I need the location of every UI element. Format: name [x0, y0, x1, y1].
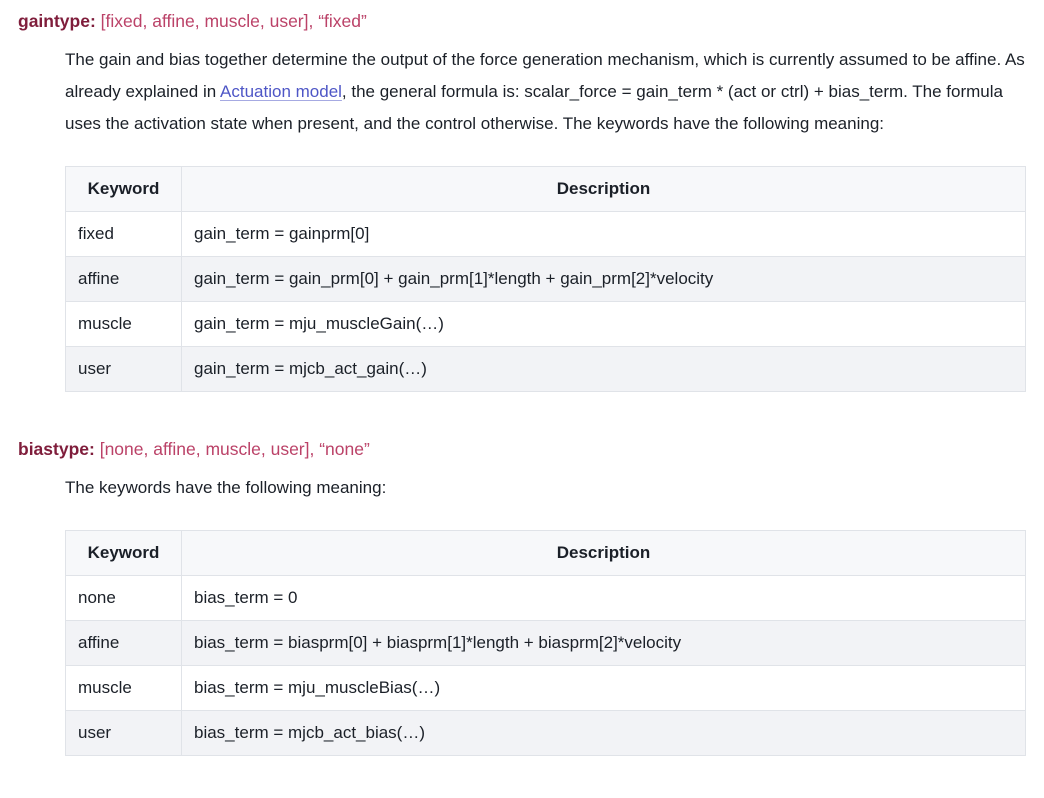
table-row: muscle gain_term = mju_muscleGain(…): [65, 301, 1026, 347]
keyword-cell: affine: [65, 256, 182, 302]
description-cell: bias_term = 0: [181, 575, 1026, 621]
table-row: affine gain_term = gain_prm[0] + gain_pr…: [65, 256, 1026, 302]
keyword-column-header: Keyword: [65, 530, 182, 576]
paragraph-text: The keywords have the following meaning:: [65, 478, 387, 497]
documentation-page: gaintype: [fixed, affine, muscle, user],…: [18, 6, 1026, 756]
table-row: muscle bias_term = mju_muscleBias(…): [65, 665, 1026, 711]
description-column-header: Description: [181, 166, 1026, 212]
table-row: affine bias_term = biasprm[0] + biasprm[…: [65, 620, 1026, 666]
biastype-description-paragraph: The keywords have the following meaning:: [65, 472, 1026, 504]
description-cell: gain_term = mjcb_act_gain(…): [181, 346, 1026, 392]
attr-body-gaintype: The gain and bias together determine the…: [65, 44, 1026, 392]
keyword-cell: affine: [65, 620, 182, 666]
keyword-cell: user: [65, 710, 182, 756]
attr-name-biastype: biastype:: [18, 439, 95, 459]
description-cell: gain_term = mju_muscleGain(…): [181, 301, 1026, 347]
attr-allowed-values-biastype: [none, affine, muscle, user], “none”: [99, 439, 370, 459]
table-header-row: Keyword Description: [65, 166, 1026, 212]
keyword-cell: none: [65, 575, 182, 621]
attr-heading-gaintype: gaintype: [fixed, affine, muscle, user],…: [18, 6, 1026, 36]
attr-body-biastype: The keywords have the following meaning:…: [65, 472, 1026, 756]
description-cell: bias_term = biasprm[0] + biasprm[1]*leng…: [181, 620, 1026, 666]
description-cell: gain_term = gainprm[0]: [181, 211, 1026, 257]
table-row: user bias_term = mjcb_act_bias(…): [65, 710, 1026, 756]
gaintype-keyword-table: Keyword Description fixed gain_term = ga…: [65, 166, 1026, 392]
attr-heading-biastype: biastype: [none, affine, muscle, user], …: [18, 434, 1026, 464]
actuation-model-link[interactable]: Actuation model: [220, 82, 342, 101]
description-column-header: Description: [181, 530, 1026, 576]
description-cell: bias_term = mju_muscleBias(…): [181, 665, 1026, 711]
description-cell: gain_term = gain_prm[0] + gain_prm[1]*le…: [181, 256, 1026, 302]
keyword-cell: user: [65, 346, 182, 392]
attr-section-gaintype: gaintype: [fixed, affine, muscle, user],…: [18, 6, 1026, 392]
description-cell: bias_term = mjcb_act_bias(…): [181, 710, 1026, 756]
keyword-cell: fixed: [65, 211, 182, 257]
gaintype-description-paragraph: The gain and bias together determine the…: [65, 44, 1026, 140]
biastype-keyword-table: Keyword Description none bias_term = 0 a…: [65, 530, 1026, 756]
attr-name-gaintype: gaintype:: [18, 11, 96, 31]
keyword-column-header: Keyword: [65, 166, 182, 212]
table-row: none bias_term = 0: [65, 575, 1026, 621]
keyword-cell: muscle: [65, 301, 182, 347]
paragraph-text-after-link: , the general formula is: scalar_force =…: [65, 82, 1003, 133]
attr-allowed-values-gaintype: [fixed, affine, muscle, user], “fixed”: [100, 11, 367, 31]
attr-section-biastype: biastype: [none, affine, muscle, user], …: [18, 434, 1026, 756]
paragraph-text-before-link: The gain and bias together determine the…: [65, 50, 1025, 101]
table-row: user gain_term = mjcb_act_gain(…): [65, 346, 1026, 392]
table-header-row: Keyword Description: [65, 530, 1026, 576]
keyword-cell: muscle: [65, 665, 182, 711]
table-row: fixed gain_term = gainprm[0]: [65, 211, 1026, 257]
